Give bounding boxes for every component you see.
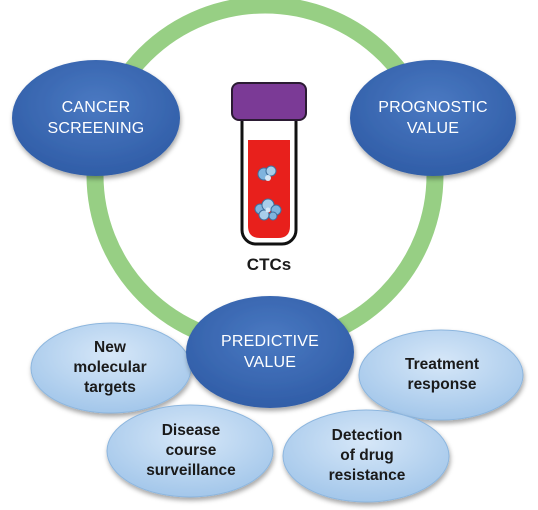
test-tube-icon [231, 82, 307, 246]
tumor-cell-icon [257, 165, 277, 181]
cell-cluster-icon [254, 198, 282, 221]
node-predictive-value [186, 296, 354, 408]
node-detection-drug-resistance [282, 409, 450, 503]
node-new-molecular-targets [30, 322, 192, 414]
blood-fill [248, 140, 290, 238]
node-treatment-response [358, 329, 524, 421]
node-prognostic-value [350, 60, 516, 176]
node-cancer-screening [12, 60, 180, 176]
node-disease-course-surveillance [106, 404, 274, 498]
tube-cap [231, 82, 307, 121]
